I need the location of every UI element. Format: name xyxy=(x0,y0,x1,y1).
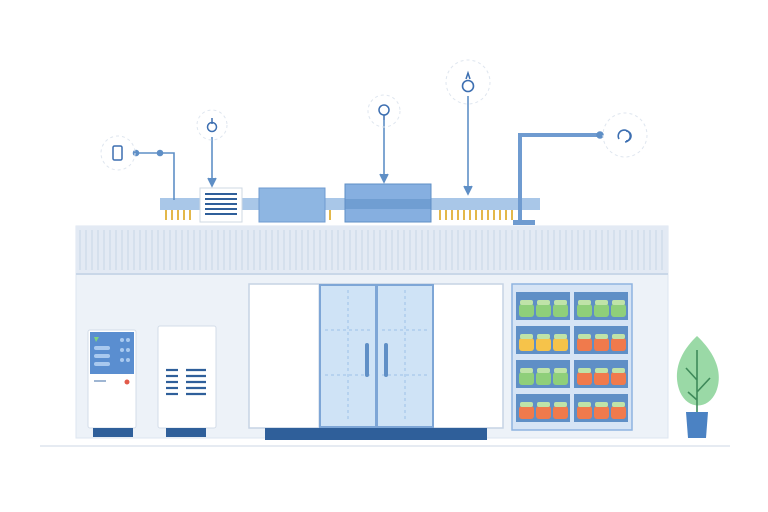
produce-item xyxy=(553,372,568,385)
produce-item xyxy=(519,372,534,385)
roof-slat-band xyxy=(76,226,668,275)
produce-leaf xyxy=(554,334,567,339)
produce-item xyxy=(577,406,592,419)
produce-item xyxy=(536,304,551,317)
rooftop-duct xyxy=(160,133,600,225)
door-handle-left xyxy=(365,343,369,377)
produce-leaf xyxy=(612,300,625,305)
produce-item xyxy=(553,338,568,351)
produce-leaf xyxy=(578,402,591,407)
produce-leaf xyxy=(578,368,591,373)
produce-item xyxy=(611,372,626,385)
produce-item xyxy=(611,304,626,317)
produce-item xyxy=(519,304,534,317)
produce-item xyxy=(577,372,592,385)
produce-leaf xyxy=(612,402,625,407)
produce-item xyxy=(611,338,626,351)
plant-pot xyxy=(686,412,708,438)
produce-item xyxy=(536,406,551,419)
produce-item xyxy=(594,406,609,419)
produce-display-case xyxy=(511,283,633,431)
produce-leaf xyxy=(520,300,533,305)
produce-leaf xyxy=(520,402,533,407)
produce-leaf xyxy=(595,368,608,373)
produce-item xyxy=(611,406,626,419)
produce-item xyxy=(536,372,551,385)
cooler-glass-door-left xyxy=(319,284,377,428)
produce-leaf xyxy=(520,334,533,339)
leaf-sync-icon xyxy=(602,112,648,158)
kiosk-status-light xyxy=(124,379,130,385)
produce-leaf xyxy=(595,300,608,305)
produce-leaf xyxy=(595,334,608,339)
produce-leaf xyxy=(578,334,591,339)
produce-leaf xyxy=(595,402,608,407)
produce-item xyxy=(519,406,534,419)
phone-icon xyxy=(100,135,136,171)
exhaust-pipe xyxy=(518,133,600,222)
produce-leaf xyxy=(554,402,567,407)
potted-plant xyxy=(676,336,719,438)
sensor-links xyxy=(132,96,604,200)
produce-leaf xyxy=(537,402,550,407)
cooler-base xyxy=(265,428,487,440)
produce-leaf xyxy=(537,368,550,373)
produce-leaf xyxy=(520,368,533,373)
produce-leaf xyxy=(612,368,625,373)
produce-item xyxy=(536,338,551,351)
produce-item xyxy=(553,304,568,317)
door-handle-right xyxy=(384,343,388,377)
plant-leaves xyxy=(676,336,719,406)
duct-unit-small xyxy=(258,187,326,223)
air-handler xyxy=(157,325,217,437)
produce-item xyxy=(594,304,609,317)
produce-item xyxy=(594,372,609,385)
produce-item xyxy=(594,338,609,351)
control-kiosk xyxy=(87,329,137,437)
produce-leaf xyxy=(554,368,567,373)
produce-leaf xyxy=(537,334,550,339)
thermometer-icon xyxy=(367,94,401,128)
produce-leaf xyxy=(578,300,591,305)
cooler-glass-door-right xyxy=(376,284,434,428)
produce-item xyxy=(577,338,592,351)
power-icon xyxy=(196,109,228,141)
walk-in-cooler xyxy=(248,283,504,440)
produce-leaf xyxy=(612,334,625,339)
produce-item xyxy=(577,304,592,317)
produce-leaf xyxy=(554,300,567,305)
produce-leaf xyxy=(537,300,550,305)
produce-item xyxy=(553,406,568,419)
produce-item xyxy=(519,338,534,351)
water-drop-icon xyxy=(445,59,491,105)
